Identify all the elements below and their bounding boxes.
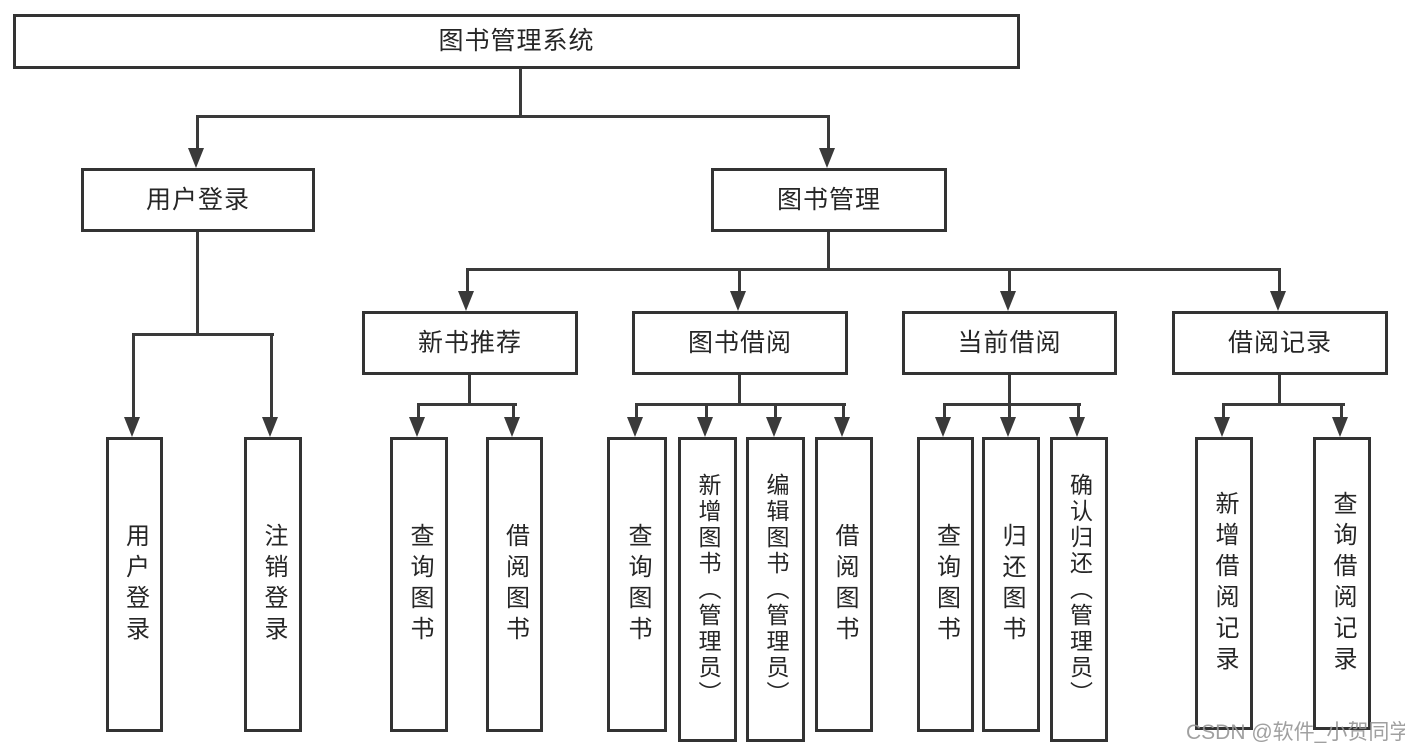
leaf-add-book-admin: 新增图书（管理员）: [678, 437, 737, 742]
arrow-line: [417, 405, 420, 419]
connector-rail-book-borrow: [635, 403, 846, 406]
arrow-line: [1008, 405, 1011, 419]
arrow-head-icon: [124, 417, 140, 437]
arrow-head-icon: [627, 417, 643, 437]
connector-stem-new-book: [468, 375, 471, 406]
connector-rail-user-login: [132, 333, 274, 336]
arrow-line: [774, 405, 777, 419]
csdn-watermark: CSDN @软件_小贺同学: [1186, 721, 1405, 744]
leaf-return-books: 归还图书: [982, 437, 1040, 732]
arrow-line: [1077, 405, 1080, 419]
arrow-line: [1278, 270, 1281, 293]
arrow-head-icon: [262, 417, 278, 437]
arrow-head-icon: [819, 148, 835, 168]
connector-rail-level3: [466, 268, 1281, 271]
arrow-line: [738, 270, 741, 293]
connector-rail-borrow-records: [1222, 403, 1345, 406]
arrow-line: [466, 270, 469, 293]
arrow-head-icon: [834, 417, 850, 437]
arrow-head-icon: [188, 148, 204, 168]
node-book-borrow: 图书借阅: [632, 311, 848, 375]
arrow-line: [196, 117, 199, 150]
connector-rail-new-book: [417, 403, 517, 406]
leaf-query-books-current: 查询图书: [917, 437, 974, 732]
node-borrow-records: 借阅记录: [1172, 311, 1388, 375]
arrow-head-icon: [1270, 291, 1286, 311]
arrow-line: [705, 405, 708, 419]
leaf-user-login: 用户登录: [106, 437, 163, 732]
arrow-line: [132, 335, 135, 419]
connector-stem-borrow-records: [1278, 375, 1281, 406]
node-book-management: 图书管理: [711, 168, 947, 232]
arrow-head-icon: [766, 417, 782, 437]
connector-stem-book-management: [827, 232, 830, 271]
arrow-line: [270, 335, 273, 419]
arrow-head-icon: [935, 417, 951, 437]
connector-stem-current-borrow: [1008, 375, 1011, 406]
arrow-line: [1008, 270, 1011, 293]
connector-stem-book-borrow: [738, 375, 741, 406]
arrow-head-icon: [1214, 417, 1230, 437]
arrow-head-icon: [1069, 417, 1085, 437]
leaf-edit-book-admin: 编辑图书（管理员）: [746, 437, 805, 742]
arrow-head-icon: [730, 291, 746, 311]
arrow-head-icon: [458, 291, 474, 311]
arrow-line: [1222, 405, 1225, 419]
connector-rail-level2: [196, 115, 830, 118]
leaf-add-borrow-record: 新增借阅记录: [1195, 437, 1253, 730]
connector-stem-user-login: [196, 232, 199, 336]
arrow-line: [1340, 405, 1343, 419]
arrow-head-icon: [697, 417, 713, 437]
arrow-line: [943, 405, 946, 419]
arrow-line: [827, 117, 830, 150]
leaf-confirm-return-admin: 确认归还（管理员）: [1050, 437, 1108, 742]
arrow-head-icon: [1000, 417, 1016, 437]
arrow-line: [635, 405, 638, 419]
arrow-head-icon: [504, 417, 520, 437]
connector-stem-root: [519, 68, 522, 118]
arrow-head-icon: [409, 417, 425, 437]
node-user-login: 用户登录: [81, 168, 315, 232]
arrow-head-icon: [1332, 417, 1348, 437]
node-current-borrow: 当前借阅: [902, 311, 1117, 375]
connector-rail-current-borrow: [943, 403, 1081, 406]
node-root: 图书管理系统: [13, 14, 1020, 69]
leaf-query-books-recommend: 查询图书: [390, 437, 448, 732]
leaf-borrow-books: 借阅图书: [815, 437, 873, 732]
arrow-line: [512, 405, 515, 419]
leaf-borrow-books-recommend: 借阅图书: [486, 437, 543, 732]
leaf-logout: 注销登录: [244, 437, 302, 732]
arrow-line: [842, 405, 845, 419]
arrow-head-icon: [1000, 291, 1016, 311]
node-new-book-recommend: 新书推荐: [362, 311, 578, 375]
leaf-query-borrow-record: 查询借阅记录: [1313, 437, 1371, 730]
leaf-query-books-borrow: 查询图书: [607, 437, 667, 732]
